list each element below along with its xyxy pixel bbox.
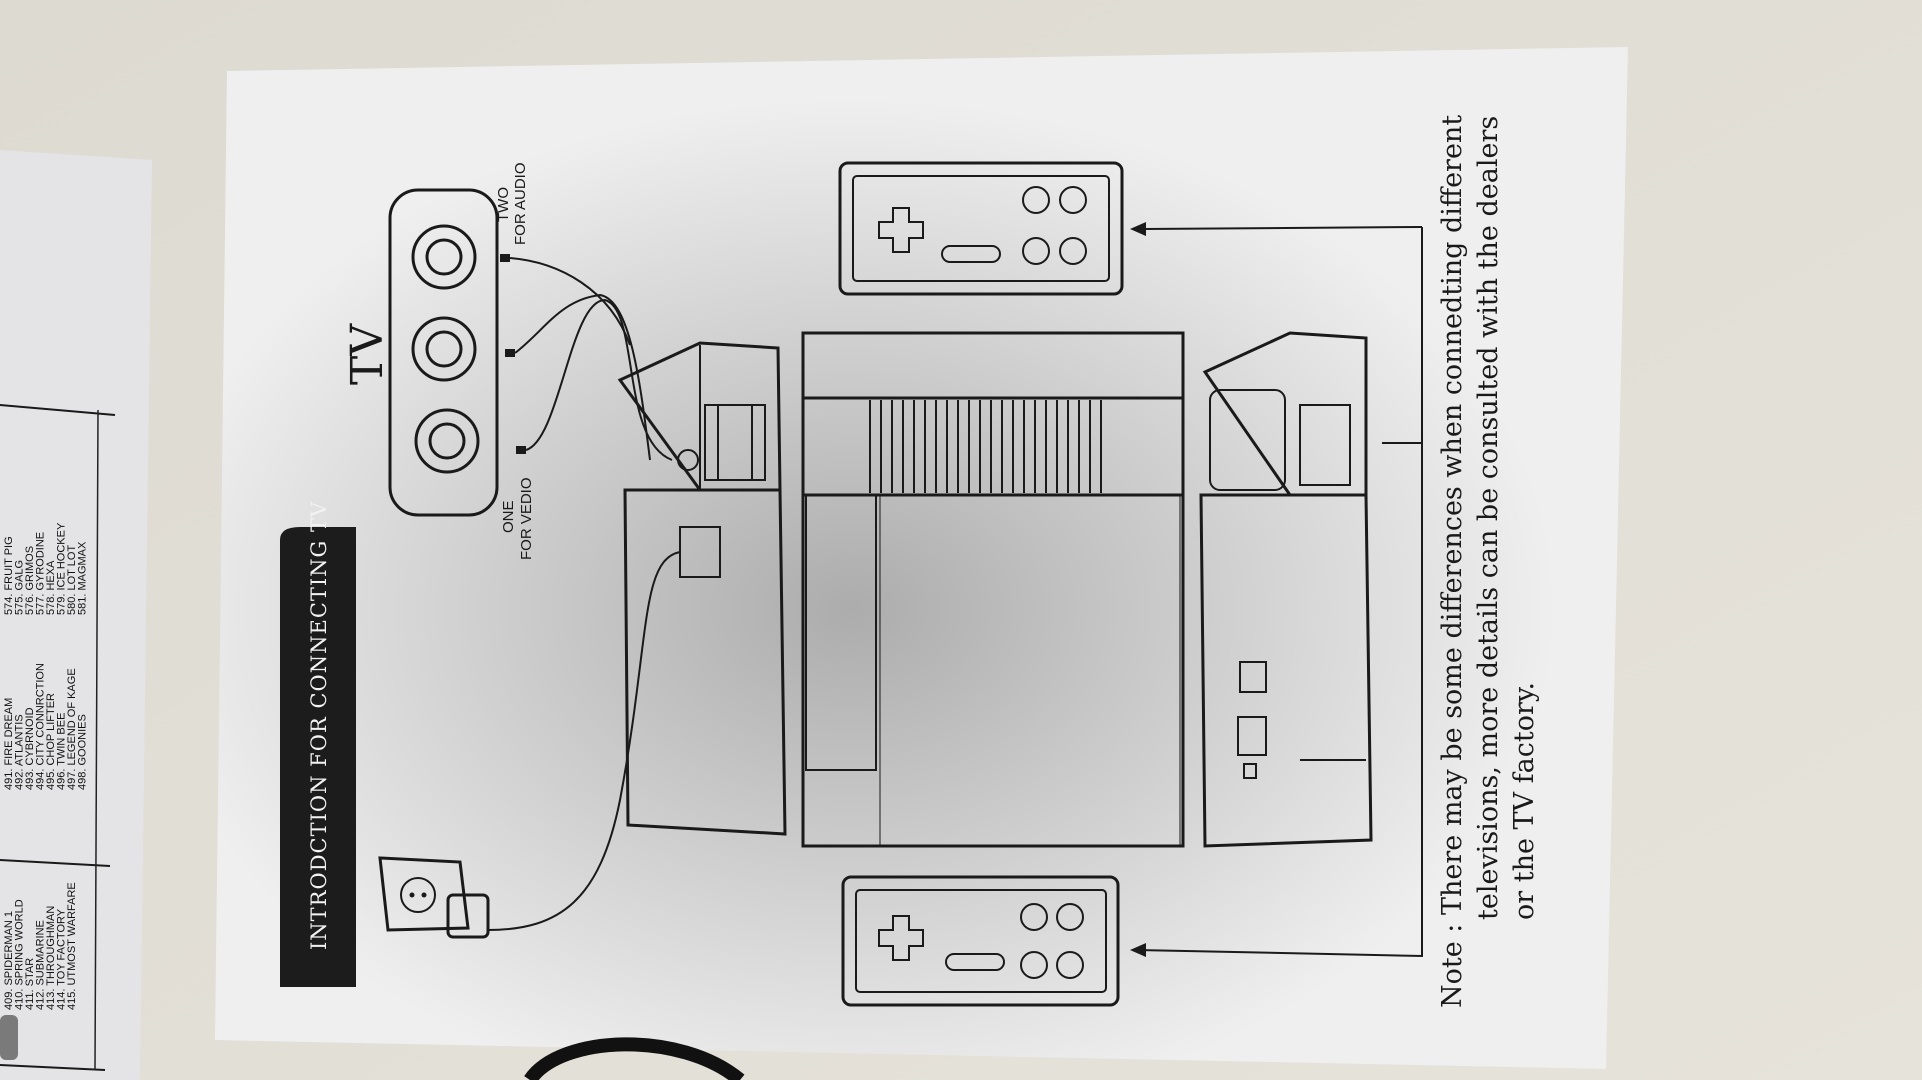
- dpad-icon: [878, 207, 924, 253]
- tv-jack-audio-2: [411, 316, 477, 382]
- game-list-item: 494. CITY CONNRCTION: [35, 663, 47, 790]
- av-cables: [500, 254, 699, 471]
- select-start-icon: [945, 953, 1005, 971]
- tv-jack-audio-1: [411, 224, 477, 290]
- game-list-item: 574. FRUIT PIG: [3, 536, 15, 615]
- tv-jack-video: [414, 408, 480, 474]
- controller-bottom: [841, 875, 1120, 1007]
- console-side-view-rear: [1199, 331, 1373, 848]
- audio-label-line1: TWO: [495, 187, 512, 222]
- game-list-item: 495. CHOP LIFTER: [45, 693, 57, 790]
- game-list-item: 411. STAR: [24, 958, 36, 1010]
- arrow-icon: [1130, 222, 1146, 236]
- controller-top: [838, 161, 1124, 296]
- console-side-view-front: [617, 341, 787, 836]
- page-title: INTRODCTION FOR CONNECTING TV: [307, 501, 331, 950]
- game-list-item: 493. CYBRNOID: [24, 707, 36, 790]
- game-list-item: 415. UTMOST WARFARE: [66, 882, 78, 1010]
- reset-switch-icon: [1237, 716, 1267, 756]
- game-list-item: 575. GALG: [14, 560, 26, 615]
- game-list-item: 413. THROUGHMAN: [45, 906, 57, 1010]
- controller-connection-arrows: [1130, 222, 1423, 958]
- game-list-item: 498. GOONIES: [77, 714, 89, 790]
- select-start-icon: [941, 245, 1001, 263]
- black-cable: [524, 1037, 745, 1080]
- dpad-icon: [878, 915, 924, 961]
- tv-label: TV: [342, 323, 393, 385]
- game-list-item: 497. LEGEND OF KAGE: [66, 668, 78, 790]
- note-line-2: televisions, more details can be consult…: [1473, 116, 1504, 920]
- note-line-3: or the TV factory.: [1509, 682, 1540, 920]
- game-list-item: 410. SPRING WORLD: [14, 899, 26, 1010]
- game-list-item: 576. GRIMOS: [24, 546, 36, 615]
- led-icon: [1243, 763, 1257, 779]
- console-top-view: [801, 331, 1185, 848]
- note-text: Note : There may be some differences whe…: [1437, 115, 1540, 1008]
- video-label-line2: FOR VEDIO: [518, 477, 535, 560]
- audio-label-line2: FOR AUDIO: [512, 162, 529, 245]
- game-list-item: 491. FIRE DREAM: [3, 698, 15, 790]
- game-list-item: 578. HEXA: [45, 560, 57, 615]
- game-list-item: 577. GYRODINE: [35, 532, 47, 615]
- game-list-item: 492. ATLANTIS: [14, 714, 26, 790]
- power-switch-icon: [1239, 661, 1267, 693]
- game-list-item: 409. SPIDERMAN 1: [3, 911, 15, 1010]
- tv-diagram: TV TWO FOR AUDIO ONE FOR VEDIO: [342, 162, 535, 560]
- note-line-1: Note : There may be some differences whe…: [1437, 115, 1468, 1008]
- game-list-item: 414. TOY FACTORY: [56, 908, 68, 1010]
- game-list-item: 579. ICE HOCKEY: [56, 522, 68, 615]
- arrow-icon: [1130, 943, 1146, 957]
- game-list-item: 580. LOT LOT: [66, 545, 78, 615]
- power-outlet: [378, 526, 721, 939]
- game-list-item: 496. TWIN BEE: [56, 713, 68, 790]
- manual-page: INTRODCTION FOR CONNECTING TV TV TWO FOR…: [215, 47, 1628, 1069]
- metal-object: [0, 1015, 18, 1060]
- game-list-item: 412. SUBMARINE: [35, 920, 47, 1010]
- title-banner: INTRODCTION FOR CONNECTING TV: [280, 501, 356, 987]
- game-list-item: 581. MAGMAX: [77, 541, 89, 615]
- video-label-line1: ONE: [500, 500, 517, 533]
